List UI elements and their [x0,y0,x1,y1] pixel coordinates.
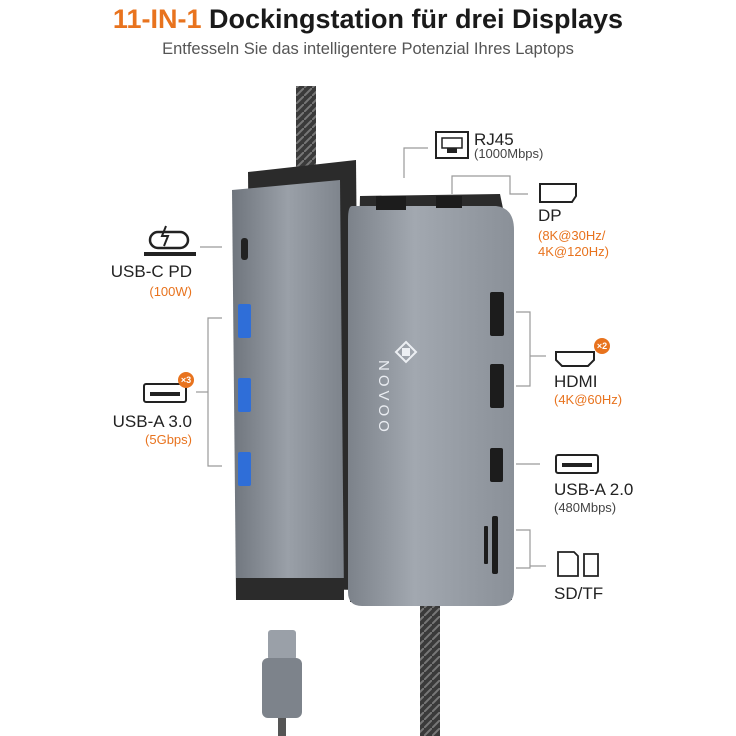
hub-right [348,194,514,606]
usb-c-pd-label: USB-C PD [110,262,192,281]
sd-card-icon [557,551,579,577]
dp-label: DP [538,206,562,225]
rj45-detail: (1000Mbps) [474,146,544,161]
usb-a-icon-right [555,454,599,474]
title-accent: 11-IN-1 [112,4,202,34]
usb-a3-label: USB-A 3.0 [112,412,192,431]
dp-detail-1: (8K@30Hz/ [538,228,606,243]
hdmi-icon [555,351,595,367]
usb-c-icon [144,225,196,256]
usb-c-port [241,238,248,260]
usb-a-icon-left [143,383,187,403]
dp-detail-2: 4K@120Hz) [538,244,610,259]
page-subtitle: Entfesseln Sie das intelligentere Potenz… [162,40,574,58]
dp-port [436,196,462,208]
usb-a3-port-3 [238,452,251,486]
ethernet-icon [435,131,469,159]
brand-name: NOVOO [375,360,392,436]
novoo-logo [394,340,418,364]
rj45-port [376,196,406,210]
hub-left [232,160,360,600]
hdmi-label: HDMI [554,372,598,391]
rj45-label: RJ45 [474,130,514,149]
page-title: 11-IN-1 Dockingstation für drei Displays [0,4,736,35]
usb-c-pd-detail: (100W) [149,284,192,299]
usb-a3-port-2 [238,378,251,412]
displayport-icon [539,183,577,203]
hdmi-port-2 [490,364,504,408]
hdmi-port-1 [490,292,504,336]
hdmi-detail: (4K@60Hz) [554,392,623,407]
leader-lines [196,147,546,569]
usb-a2-port [490,448,503,482]
usb-a3-count-badge: ×3 [178,372,194,388]
usb-a3-detail: (5Gbps) [145,432,192,447]
tf-slot [484,526,488,564]
bottom-cable [420,600,440,736]
title-text: Dockingstation für drei Displays [201,4,624,34]
usb-a3-port-1 [238,304,251,338]
usb-a2-detail: (480Mbps) [554,500,617,515]
sd-tf-label: SD/TF [554,584,604,603]
usb-a2-label: USB-A 2.0 [554,480,634,499]
hdmi-count-badge: ×2 [594,338,610,354]
usb-c-connector [262,630,302,736]
sd-slot [492,516,498,574]
tf-card-icon [583,553,599,577]
